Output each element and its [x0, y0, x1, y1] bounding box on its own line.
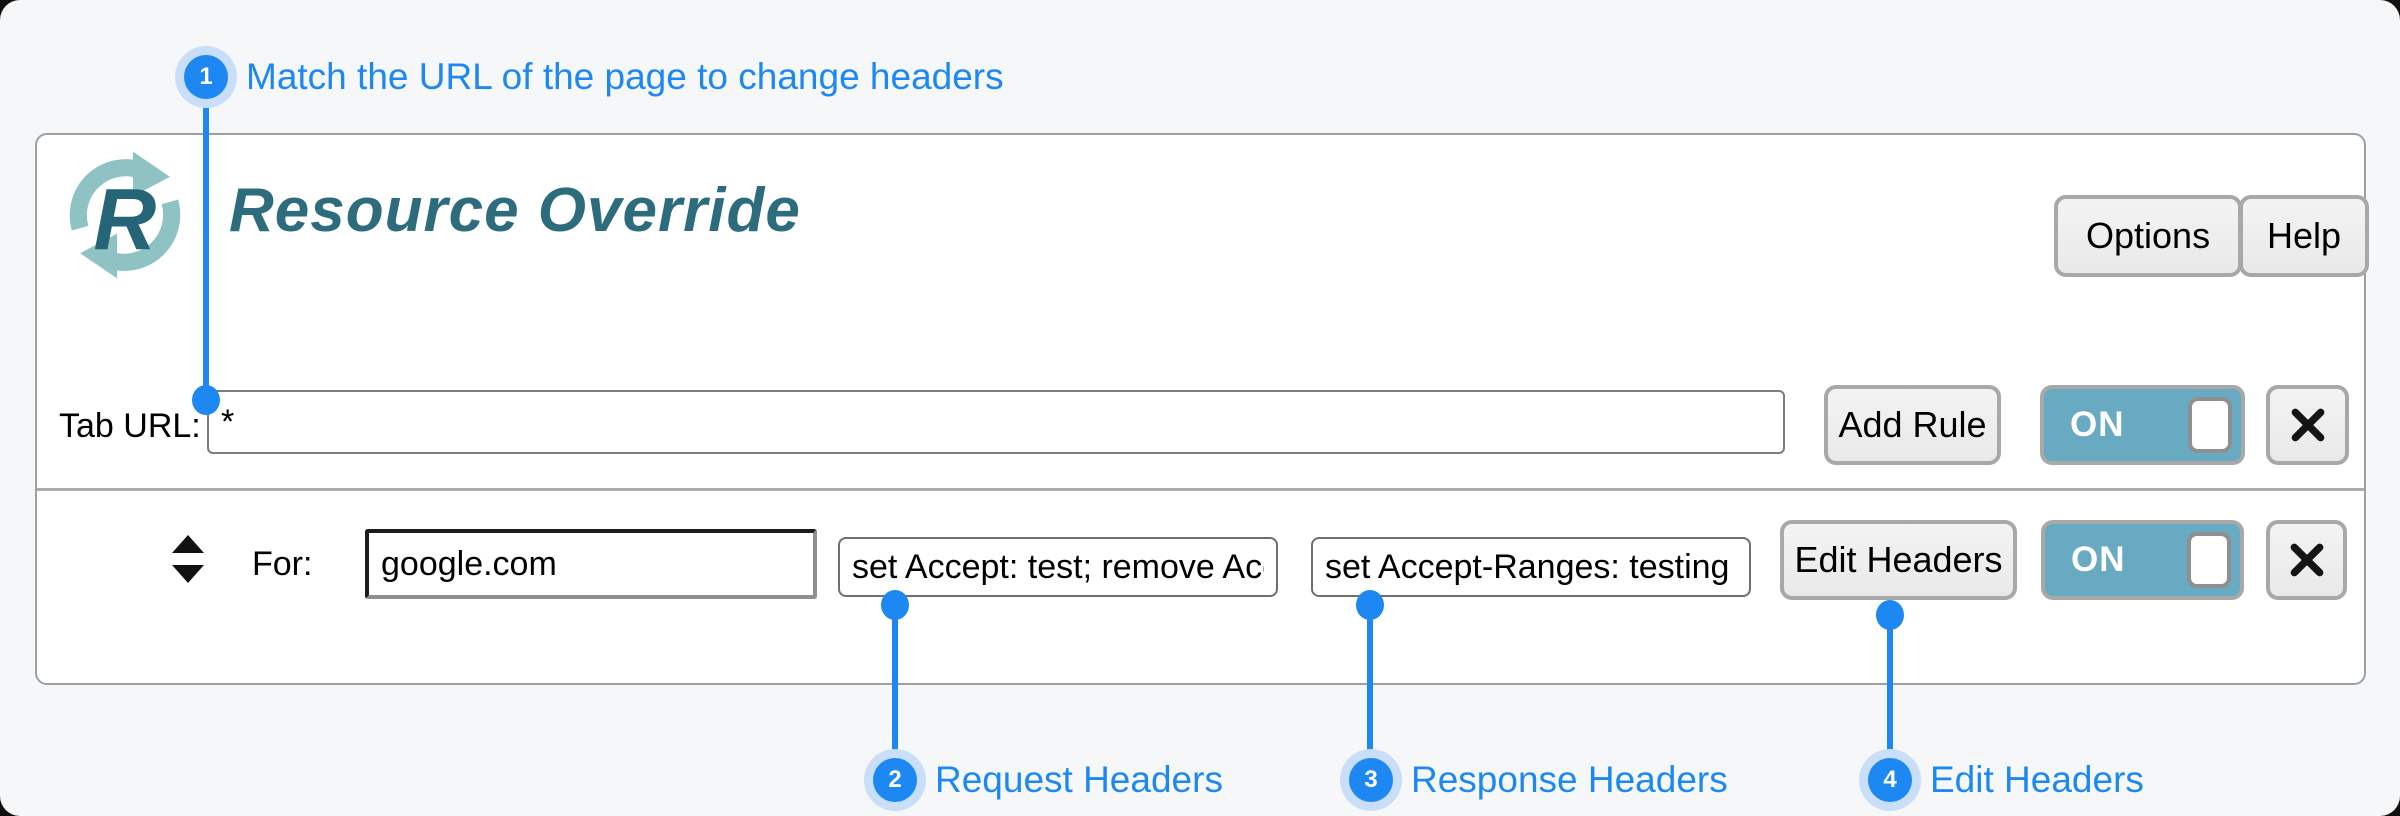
- callout-1-line: [203, 99, 209, 399]
- response-headers-input[interactable]: [1311, 537, 1751, 597]
- tab-url-label: Tab URL:: [59, 407, 201, 445]
- logo-arrowhead-top: [132, 151, 170, 197]
- help-button[interactable]: Help: [2239, 195, 2370, 277]
- resource-override-panel: R Resource Override Options Help Tab URL…: [35, 133, 2370, 685]
- logo-arrowhead-bottom: [80, 233, 118, 279]
- callout-2-number: 2: [888, 766, 902, 793]
- request-headers-input[interactable]: [838, 537, 1278, 597]
- sync-arrows-logo-icon: R: [69, 151, 181, 279]
- callout-3-line: [1367, 605, 1373, 760]
- add-rule-button[interactable]: Add Rule: [1824, 385, 2001, 465]
- arrow-down-icon: [172, 565, 204, 583]
- edit-headers-button[interactable]: Edit Headers: [1780, 520, 2017, 600]
- callout-2-line: [892, 605, 898, 760]
- callout-3-badge: 3: [1349, 758, 1393, 802]
- override-rule-on-off-toggle[interactable]: ON: [2041, 520, 2244, 600]
- arrow-up-icon: [172, 535, 204, 553]
- for-label: For:: [252, 545, 313, 583]
- toggle-knob: [2187, 532, 2231, 588]
- row-divider: [37, 488, 2364, 491]
- callout-1-number: 1: [199, 63, 213, 90]
- match-url-input[interactable]: [365, 529, 817, 599]
- toggle-state-label: ON: [2070, 405, 2125, 444]
- logo-letter: R: [93, 171, 156, 268]
- callout-3-number: 3: [1364, 766, 1378, 793]
- delete-override-rule-button[interactable]: [2266, 520, 2347, 600]
- callout-2-badge: 2: [873, 758, 917, 802]
- reorder-handle[interactable]: [168, 535, 208, 583]
- options-button[interactable]: Options: [2054, 195, 2243, 277]
- callout-1-dot: [192, 385, 220, 415]
- callout-4-number: 4: [1883, 766, 1897, 793]
- tab-url-input[interactable]: [207, 390, 1785, 454]
- delete-tab-rule-button[interactable]: [2266, 385, 2349, 465]
- callout-4-badge: 4: [1868, 758, 1912, 802]
- tab-rule-on-off-toggle[interactable]: ON: [2040, 385, 2245, 465]
- callout-4-line: [1887, 614, 1893, 760]
- app-title: Resource Override: [229, 176, 801, 245]
- close-icon: [2290, 543, 2323, 577]
- callout-2-label: Request Headers: [935, 759, 1223, 800]
- callout-3-label: Response Headers: [1411, 759, 1728, 800]
- toggle-state-label: ON: [2071, 540, 2126, 579]
- callout-1-badge: 1: [184, 55, 228, 99]
- close-icon: [2291, 408, 2324, 442]
- toggle-knob: [2188, 397, 2232, 453]
- callout-1-label: Match the URL of the page to change head…: [246, 56, 1004, 97]
- callout-4-label: Edit Headers: [1930, 759, 2144, 800]
